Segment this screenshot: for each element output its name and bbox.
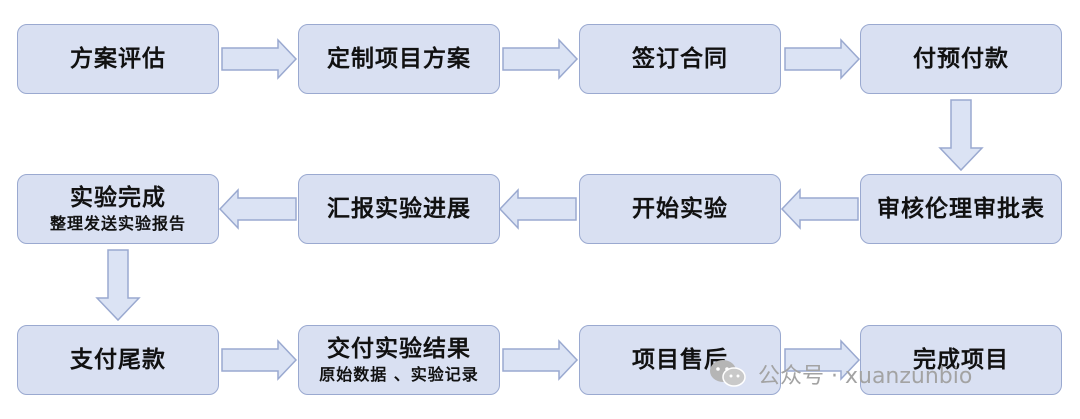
node-n9: 支付尾款 [17, 325, 219, 395]
node-n8: 实验完成 整理发送实验报告 [17, 174, 219, 244]
node-n11: 项目售后 [579, 325, 781, 395]
arrow-n7-n8 [218, 188, 297, 230]
node-label: 支付尾款 [70, 347, 166, 373]
node-n3: 签订合同 [579, 24, 781, 94]
node-n5: 审核伦理审批表 [860, 174, 1062, 244]
node-n7: 汇报实验进展 [298, 174, 500, 244]
arrow-n1-n2 [221, 38, 298, 80]
arrow-n2-n3 [502, 38, 579, 80]
node-n10: 交付实验结果 原始数据 、实验记录 [298, 325, 500, 395]
node-label: 实验完成 [70, 185, 166, 211]
node-label: 签订合同 [632, 46, 728, 72]
node-label: 开始实验 [632, 196, 728, 222]
node-n12: 完成项目 [860, 325, 1062, 395]
node-label: 审核伦理审批表 [877, 196, 1045, 222]
arrow-n4-n5 [938, 99, 984, 172]
node-n1: 方案评估 [17, 24, 219, 94]
arrow-n6-n7 [498, 188, 577, 230]
wechat-icon [708, 358, 748, 390]
node-n2: 定制项目方案 [298, 24, 500, 94]
node-n6: 开始实验 [579, 174, 781, 244]
node-sublabel: 原始数据 、实验记录 [319, 365, 479, 384]
node-n4: 付预付款 [860, 24, 1062, 94]
watermark: 公众号 · xuanzunbio [708, 358, 972, 390]
arrow-n3-n4 [784, 38, 861, 80]
arrow-n10-n11 [502, 339, 579, 381]
arrow-n9-n10 [221, 339, 298, 381]
node-label: 方案评估 [70, 46, 166, 72]
arrow-n5-n6 [780, 188, 859, 230]
node-sublabel: 整理发送实验报告 [49, 214, 186, 233]
node-label: 汇报实验进展 [327, 196, 471, 222]
watermark-text: 公众号 · xuanzunbio [758, 364, 973, 389]
node-label: 交付实验结果 [327, 336, 471, 362]
node-label: 付预付款 [913, 46, 1009, 72]
arrow-n8-n9 [95, 249, 141, 322]
arrow-n11-n12 [784, 339, 861, 381]
node-label: 定制项目方案 [327, 46, 471, 72]
node-label: 完成项目 [913, 347, 1009, 373]
